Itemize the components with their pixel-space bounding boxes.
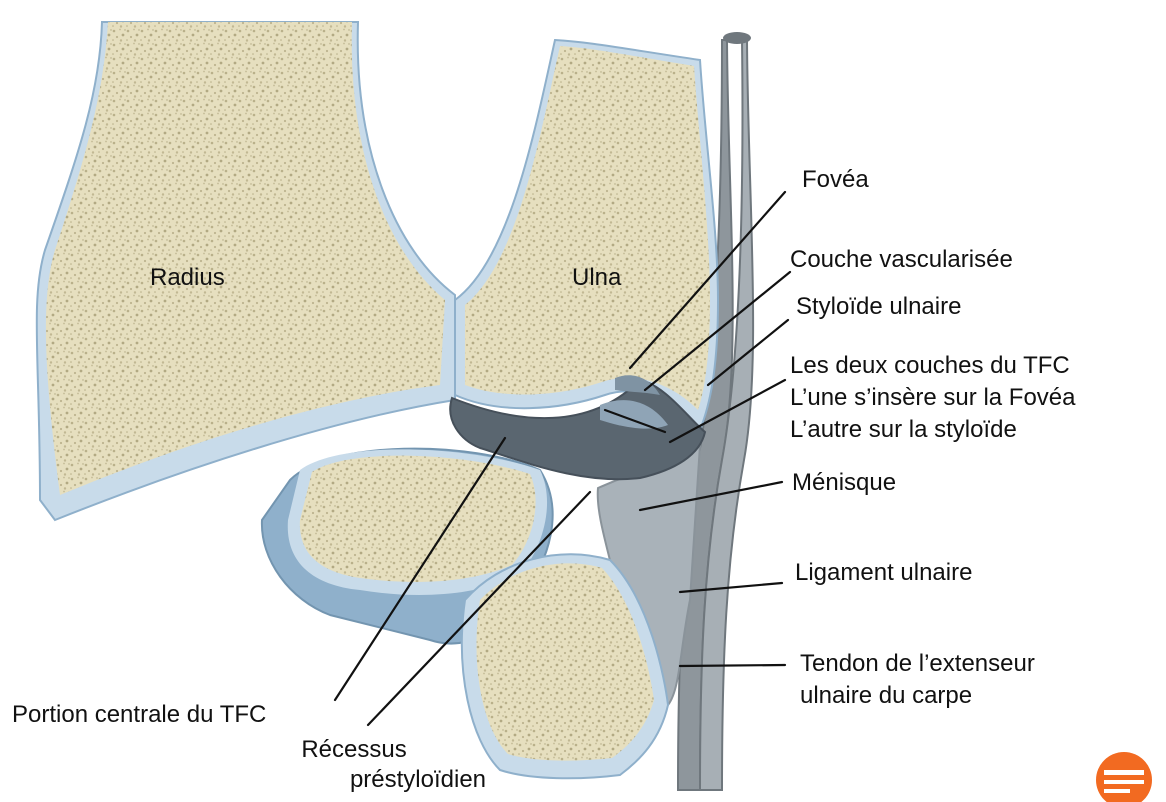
radius-bone — [37, 22, 455, 520]
label-menisque: Ménisque — [792, 469, 896, 496]
label-ulna: Ulna — [572, 264, 622, 291]
label-tfc-line3: L’autre sur la styloïde — [790, 416, 1017, 443]
label-tfc-line1: Les deux couches du TFC — [790, 352, 1070, 379]
label-tendon-line1: Tendon de l’extenseur — [800, 650, 1035, 677]
ulna-bone — [455, 40, 718, 430]
label-ligament-ulnaire: Ligament ulnaire — [795, 559, 972, 586]
brand-logo-icon — [1096, 752, 1152, 802]
leader-tendon — [680, 665, 785, 666]
label-radius: Radius — [150, 264, 225, 291]
label-fovea: Fovéa — [802, 166, 869, 193]
label-tfc-line2: L’une s’insère sur la Fovéa — [790, 384, 1076, 411]
label-styloide-ulnaire: Styloïde ulnaire — [796, 293, 961, 320]
label-recessus-line1: Récessus — [301, 736, 406, 763]
label-couche-vascularisee: Couche vascularisée — [790, 246, 1013, 273]
label-portion-centrale: Portion centrale du TFC — [12, 701, 266, 728]
label-tendon-line2: ulnaire du carpe — [800, 682, 972, 709]
label-recessus-line2: préstyloïdien — [350, 766, 486, 793]
